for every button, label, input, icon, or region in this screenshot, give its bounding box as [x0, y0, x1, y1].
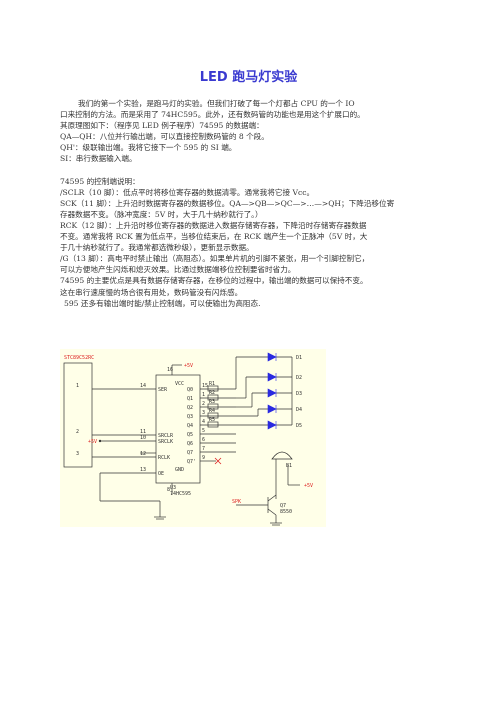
mcu-box	[63, 362, 93, 468]
paragraph-line: 74595 的主要优点是具有数据存储寄存器，在移位的过程中，输出端的数据可以保持…	[60, 276, 368, 286]
ic-pin-num: 7	[202, 446, 205, 452]
circuit-schematic: STC89C52RC 1 2 3 +5V +5V +5V SER SRCLR S…	[60, 349, 326, 527]
resistor-label: R3	[209, 399, 215, 405]
ic-pin-num: 13	[140, 467, 146, 473]
paragraph-line: QH'：级联输出端。我将它接下一个 595 的 SI 端。	[60, 143, 237, 153]
ic-pin-name: SER	[158, 387, 168, 393]
led-icon	[267, 404, 277, 414]
buzzer-icon	[271, 451, 293, 460]
mcu-pin: 3	[76, 451, 79, 457]
ic-pin-name: RCLK	[158, 455, 170, 461]
ic-pin-num: 12	[140, 451, 146, 457]
paragraph-line: 于几十纳秒就行了。我通常都选微秒级），更新显示数据。	[60, 243, 254, 253]
mcu-label: STC89C52RC	[64, 355, 94, 361]
plus5v-label: +5V	[304, 483, 313, 489]
resistor-label: R4	[209, 408, 215, 414]
ic-pin-name: Q1	[187, 396, 193, 402]
paragraph-line: 其原理图如下：（程序见 LED 例子程序）74595 的数据端：	[60, 121, 264, 131]
ic-pin-num: 3	[202, 410, 205, 416]
paragraph-line: SCK（11 脚）：上升沿时数据寄存器的数据移位。QA—>QB—>QC—>…—>…	[60, 198, 395, 208]
mcu-pin: 1	[76, 383, 79, 389]
page-title: LED 跑马灯实验	[199, 70, 298, 85]
resistor-label: R1	[209, 381, 215, 387]
paragraph-line: 存器数据不变。（脉冲宽度：5V 时，大于几十纳秒就行了。）	[60, 209, 263, 219]
paragraph-line: 这在串行速度慢的场合很有用处，数码管没有闪烁感。	[60, 287, 243, 297]
led-label: D4	[296, 407, 302, 413]
ic-pin-name: Q4	[187, 423, 193, 429]
ic-box	[155, 374, 201, 484]
ic-pin-name: Q6	[187, 441, 193, 447]
paragraph-line: 不变。通常我将 RCK 置为低点平，当移位结束后，在 RCK 端产生一个正脉冲（…	[60, 232, 368, 242]
ic-pin-name: Q2	[187, 405, 193, 411]
paragraph-line: RCK（12 脚）：上升沿时移位寄存器的数据进入数据存储寄存器，下降沿时存储寄存…	[60, 220, 367, 230]
led-icon	[267, 372, 277, 382]
ic-pin-name: SRCLR	[158, 433, 174, 439]
plus5v-label: +5V	[88, 439, 97, 445]
led-label: D1	[296, 355, 302, 361]
resistor-label: R5	[209, 417, 215, 423]
paragraph-line: 可以方便地产生闪烁和熄灭效果。比通过数据端移位控制要省时省力。	[60, 265, 296, 275]
led-label: D2	[296, 375, 302, 381]
ic-pin-num: 1	[202, 392, 205, 398]
resistor-label: R2	[209, 390, 215, 396]
paragraph-line: /SCLR（10 脚）：低点平时将移位寄存器的数据清零。通常我将它接 Vcc。	[60, 187, 315, 197]
led-icon	[267, 388, 277, 398]
ic-pin-name: Q7'	[187, 459, 196, 465]
ic-pin-num: 16	[167, 367, 173, 373]
paragraph-line: 595 还多有输出端时能/禁止控制端，可以使输出为高阻态.	[64, 298, 261, 308]
ic-pin-num: 14	[140, 383, 146, 389]
plus5v-label: +5V	[184, 363, 193, 369]
ic-pin-name: OE	[158, 471, 164, 477]
ic-pin-name: Q7	[187, 450, 193, 456]
ic-pin-num: 15	[202, 383, 208, 389]
ic-pin-name: Q3	[187, 414, 193, 420]
spk-label: SPK	[232, 499, 241, 505]
paragraph-line: 口来控制的方法。而是采用了 74HC595。此外，还有数码管的功能也是用这个扩展…	[60, 110, 365, 120]
ic-pin-num: 4	[202, 419, 205, 425]
ic-pin-name: Q5	[187, 432, 193, 438]
document-body: 我们的第一个实验，是跑马灯的实验。但我们打破了每一个灯都占 CPU 的一个 IO…	[60, 98, 438, 309]
led-icon	[267, 352, 277, 362]
ic-pin-name: SRCLK	[158, 439, 173, 445]
ic-pin-num: 5	[202, 428, 205, 434]
paragraph-line: SI：串行数据输入端。	[60, 154, 137, 164]
paragraph-line: /G（13 脚）：高电平时禁止输出（高阻态）。如果单片机的引脚不紧张，用一个引脚…	[60, 254, 370, 264]
ic-pin-num: 11	[140, 429, 146, 435]
buzzer-label: B1	[286, 463, 292, 469]
ic-pin-num: 9	[202, 455, 205, 461]
paragraph-line: 74595 的控制端说明：	[60, 176, 140, 186]
vcc-label: VCC	[175, 381, 184, 387]
ic-pin-num: 6	[202, 437, 205, 443]
gnd-label: GND	[175, 467, 184, 473]
led-icon	[267, 420, 277, 430]
ic-pin-num: 10	[140, 435, 146, 441]
ic-pin-num: 2	[202, 401, 205, 407]
ic-part: 74HC595	[170, 491, 191, 497]
ic-name: U3	[170, 485, 176, 491]
led-label: D5	[296, 423, 302, 429]
transistor-label: Q7	[280, 503, 286, 509]
transistor-part: 8550	[280, 509, 292, 515]
ic-pin-name: Q0	[187, 387, 193, 393]
mcu-pin: 2	[76, 429, 79, 435]
ic-pin-num: 8	[167, 487, 170, 493]
paragraph-line: 我们的第一个实验，是跑马灯的实验。但我们打破了每一个灯都占 CPU 的一个 IO	[78, 99, 355, 108]
led-label: D3	[296, 391, 302, 397]
schematic-svg: STC89C52RC 1 2 3 +5V +5V +5V SER SRCLR S…	[63, 352, 313, 526]
paragraph-line: QA—QH：八位并行输出端，可以直接控制数码管的 8 个段。	[60, 132, 269, 142]
